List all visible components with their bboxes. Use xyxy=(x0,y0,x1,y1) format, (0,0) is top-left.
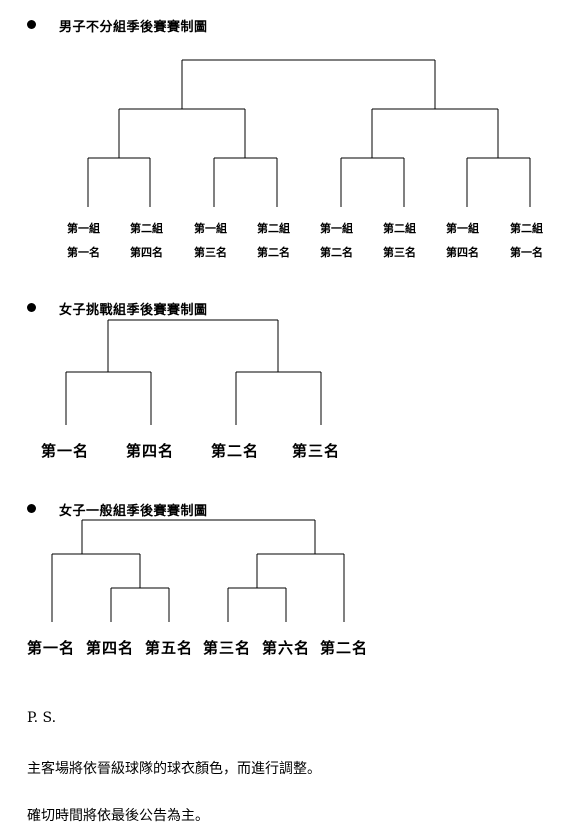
note-line-2: 確切時間將依最後公告為主。 xyxy=(27,808,209,824)
women-general-team-2: 第四名 xyxy=(86,639,135,657)
men-team-3-group: 第一組 xyxy=(194,222,227,235)
men-team-7-rank: 第四名 xyxy=(446,246,479,259)
women-challenge-team-2: 第四名 xyxy=(126,442,175,460)
women-challenge-bracket xyxy=(65,319,322,425)
women-general-team-6: 第二名 xyxy=(320,639,369,657)
women-general-bracket xyxy=(51,519,345,622)
men-team-6-rank: 第三名 xyxy=(383,246,416,259)
men-bracket xyxy=(87,59,531,207)
ps-label: P. S. xyxy=(27,710,57,726)
note-line-1: 主客場將依晉級球隊的球衣顏色，而進行調整。 xyxy=(27,761,321,777)
men-team-4-rank: 第二名 xyxy=(257,246,290,259)
women-general-team-1: 第一名 xyxy=(27,639,76,657)
section-title-men: 男子不分組季後賽賽制圖 xyxy=(59,20,208,35)
men-team-1-group: 第一組 xyxy=(67,222,100,235)
men-team-2-group: 第二組 xyxy=(130,222,163,235)
women-challenge-team-1: 第一名 xyxy=(41,442,90,460)
men-team-8-rank: 第一名 xyxy=(510,246,543,259)
men-team-5-group: 第一組 xyxy=(320,222,353,235)
bullet-icon xyxy=(27,20,36,29)
bullet-icon xyxy=(27,303,36,312)
women-challenge-team-4: 第三名 xyxy=(292,442,341,460)
men-team-3-rank: 第三名 xyxy=(194,246,227,259)
women-general-team-5: 第六名 xyxy=(262,639,311,657)
bullet-icon xyxy=(27,504,36,513)
section-title-women-general: 女子一般組季後賽賽制圖 xyxy=(59,504,208,519)
men-team-4-group: 第二組 xyxy=(257,222,290,235)
men-team-8-group: 第二組 xyxy=(510,222,543,235)
women-challenge-team-3: 第二名 xyxy=(211,442,260,460)
women-general-team-4: 第三名 xyxy=(203,639,252,657)
men-team-5-rank: 第二名 xyxy=(320,246,353,259)
women-general-team-3: 第五名 xyxy=(145,639,194,657)
men-team-1-rank: 第一名 xyxy=(67,246,100,259)
men-team-7-group: 第一組 xyxy=(446,222,479,235)
section-title-women-challenge: 女子挑戰組季後賽賽制圖 xyxy=(59,303,208,318)
men-team-6-group: 第二組 xyxy=(383,222,416,235)
men-team-2-rank: 第四名 xyxy=(130,246,163,259)
